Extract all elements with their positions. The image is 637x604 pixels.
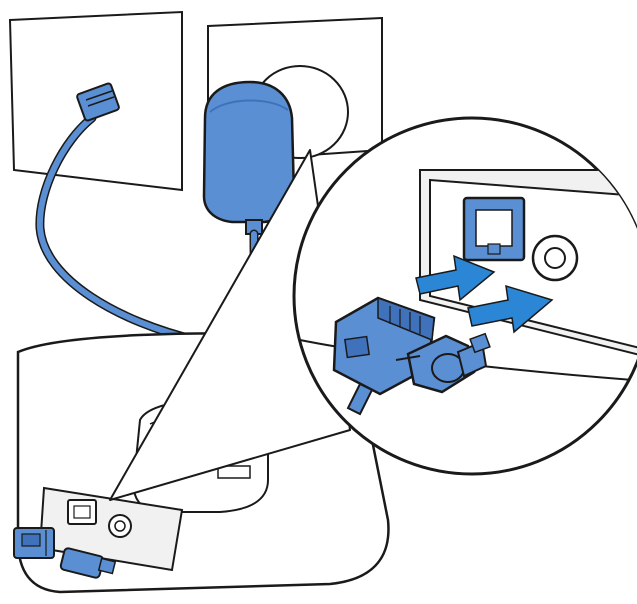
arrow-right-icon <box>415 254 496 302</box>
enlarged-dc-plug-icon <box>395 332 491 394</box>
wall-phone-socket-icon <box>76 82 120 122</box>
arrow-right-icon-2 <box>467 284 554 334</box>
dc-power-plug-icon <box>59 547 117 579</box>
rj11-plug-icon <box>13 527 55 559</box>
